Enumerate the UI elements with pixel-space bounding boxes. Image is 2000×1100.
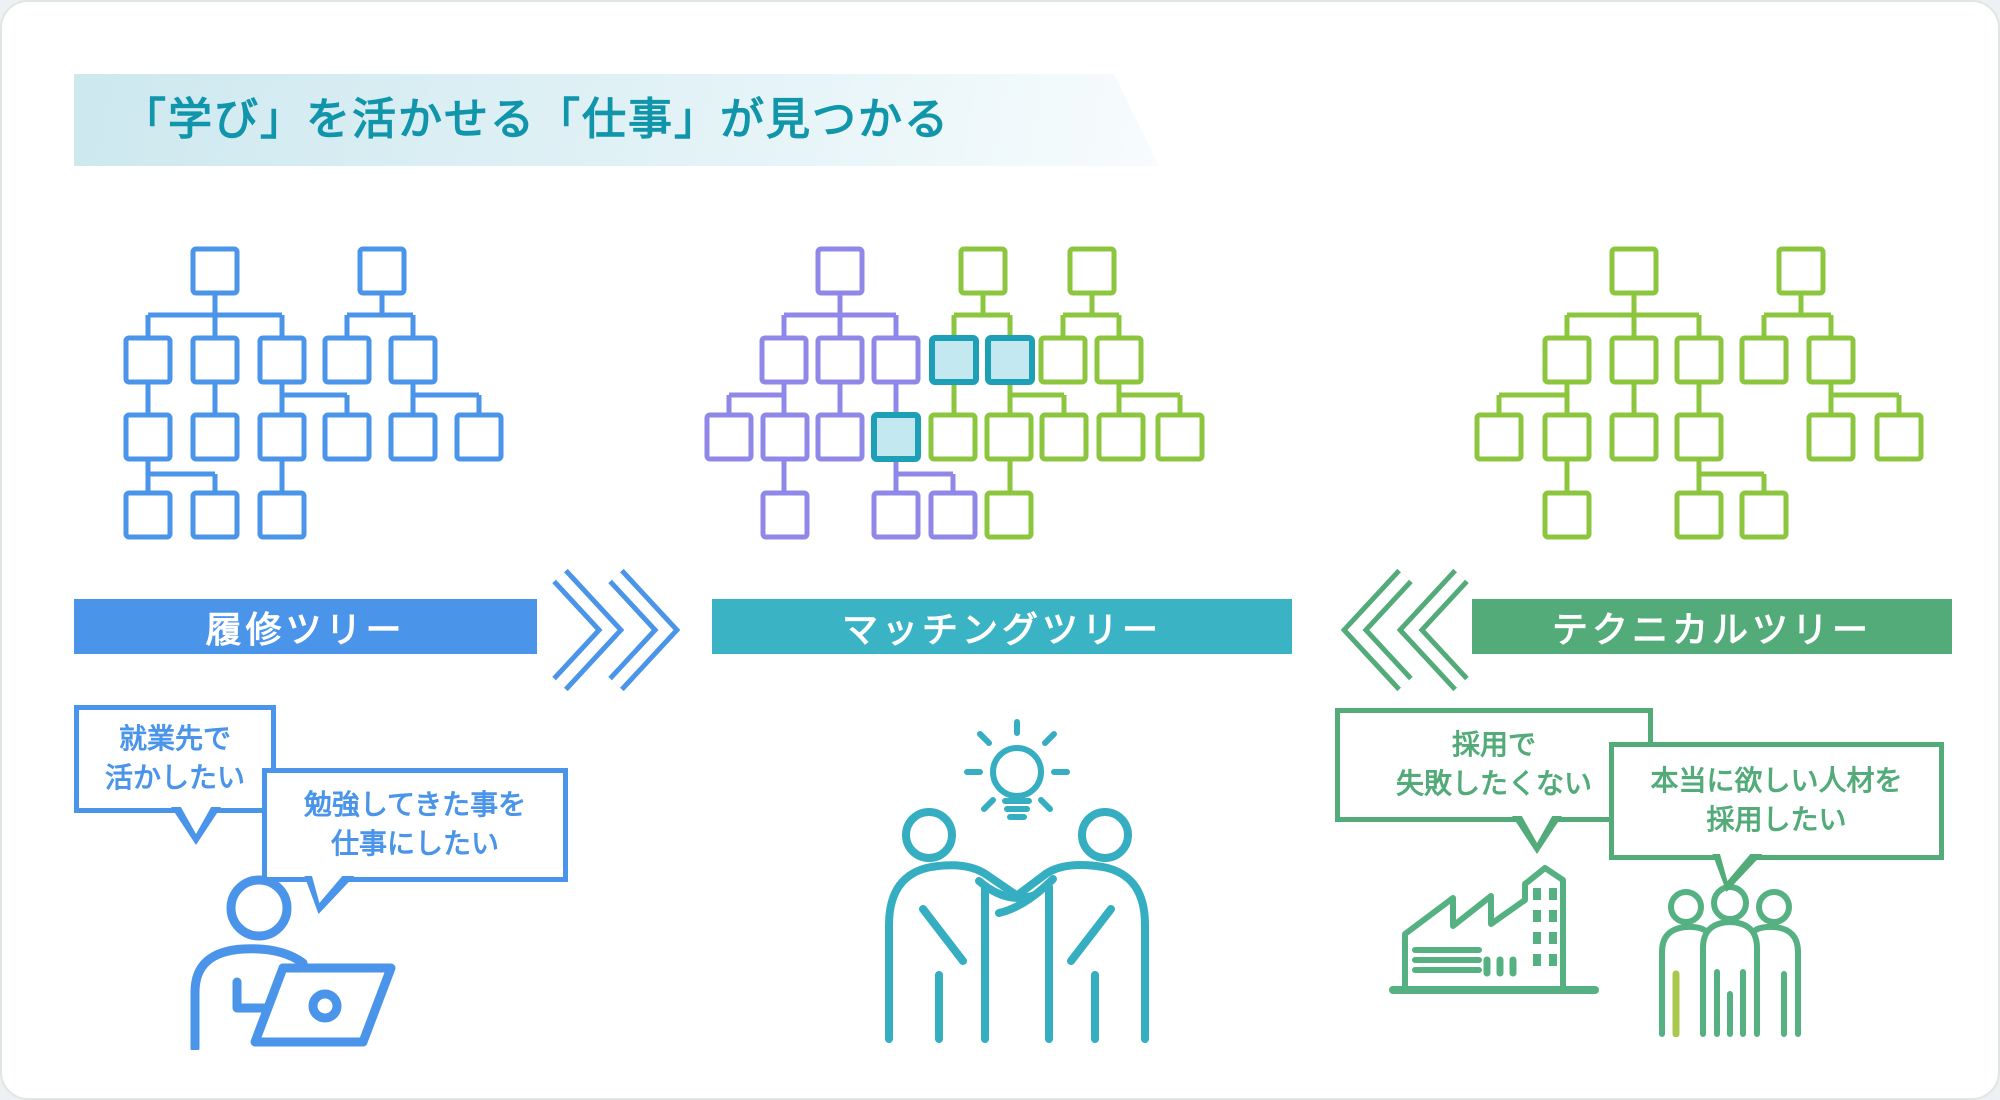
matched-nodes (871, 335, 1035, 462)
course-tree-edges (145, 293, 482, 493)
employer-bubble-1-text: 採用で失敗したくない (1395, 729, 1592, 799)
bubble-tail-fill (1519, 811, 1555, 843)
technical-tree-edges (1496, 293, 1902, 493)
technical-tree-label: テクニカルツリー (1551, 608, 1872, 650)
employer-bubble-2-text: 本当に欲しい人材を採用したい (1650, 765, 1903, 835)
seeker-bubble-1: 就業先で活かしたい (74, 705, 276, 845)
seeker-bubble-2-text: 勉強してきた事を仕事にしたい (303, 789, 527, 859)
matching-tree-graphic (704, 246, 1205, 540)
course-tree-graphic (123, 246, 504, 540)
people-group-icon (1659, 884, 1801, 1037)
seeker-bubble-1-text: 就業先で活かしたい (104, 723, 245, 793)
person-laptop-icon (190, 875, 396, 1050)
employer-bubble-2: 本当に欲しい人材を採用したい (1609, 742, 1944, 892)
left-arrows-icon (1340, 568, 1469, 692)
matching-tree-label: マッチングツリー (841, 608, 1162, 650)
right-arrows-icon (552, 568, 681, 692)
page-title: 「学び」を活かせる「仕事」が見つかる (122, 95, 950, 144)
matching-tree-purple-nodes (704, 246, 978, 540)
header-banner: 「学び」を活かせる「仕事」が見つかる (74, 74, 1159, 166)
technical-tree-bar: テクニカルツリー (1472, 599, 1952, 654)
matching-tree-bar: マッチングツリー (712, 599, 1292, 654)
factory-icon (1389, 865, 1599, 994)
course-tree-bar: 履修ツリー (74, 599, 537, 654)
handshake-lightbulb-icon (885, 719, 1149, 1043)
matching-tree-green-nodes (928, 246, 1205, 540)
bubble-tail-fill (178, 802, 214, 834)
technical-tree-nodes (1474, 246, 1924, 540)
matching-tree-green-edges (951, 293, 1183, 493)
handshake-people (885, 808, 1149, 1043)
lightbulb-icon (964, 719, 1070, 820)
matching-tree-purple-edges (726, 293, 956, 493)
course-tree-nodes (123, 246, 504, 540)
employer-bubble-1: 採用で失敗したくない (1335, 708, 1653, 854)
technical-tree-graphic (1474, 246, 1924, 540)
course-tree-label: 履修ツリー (205, 608, 406, 650)
seeker-bubble-2: 勉強してきた事を仕事にしたい (262, 768, 568, 914)
factory-windows (1533, 888, 1557, 966)
